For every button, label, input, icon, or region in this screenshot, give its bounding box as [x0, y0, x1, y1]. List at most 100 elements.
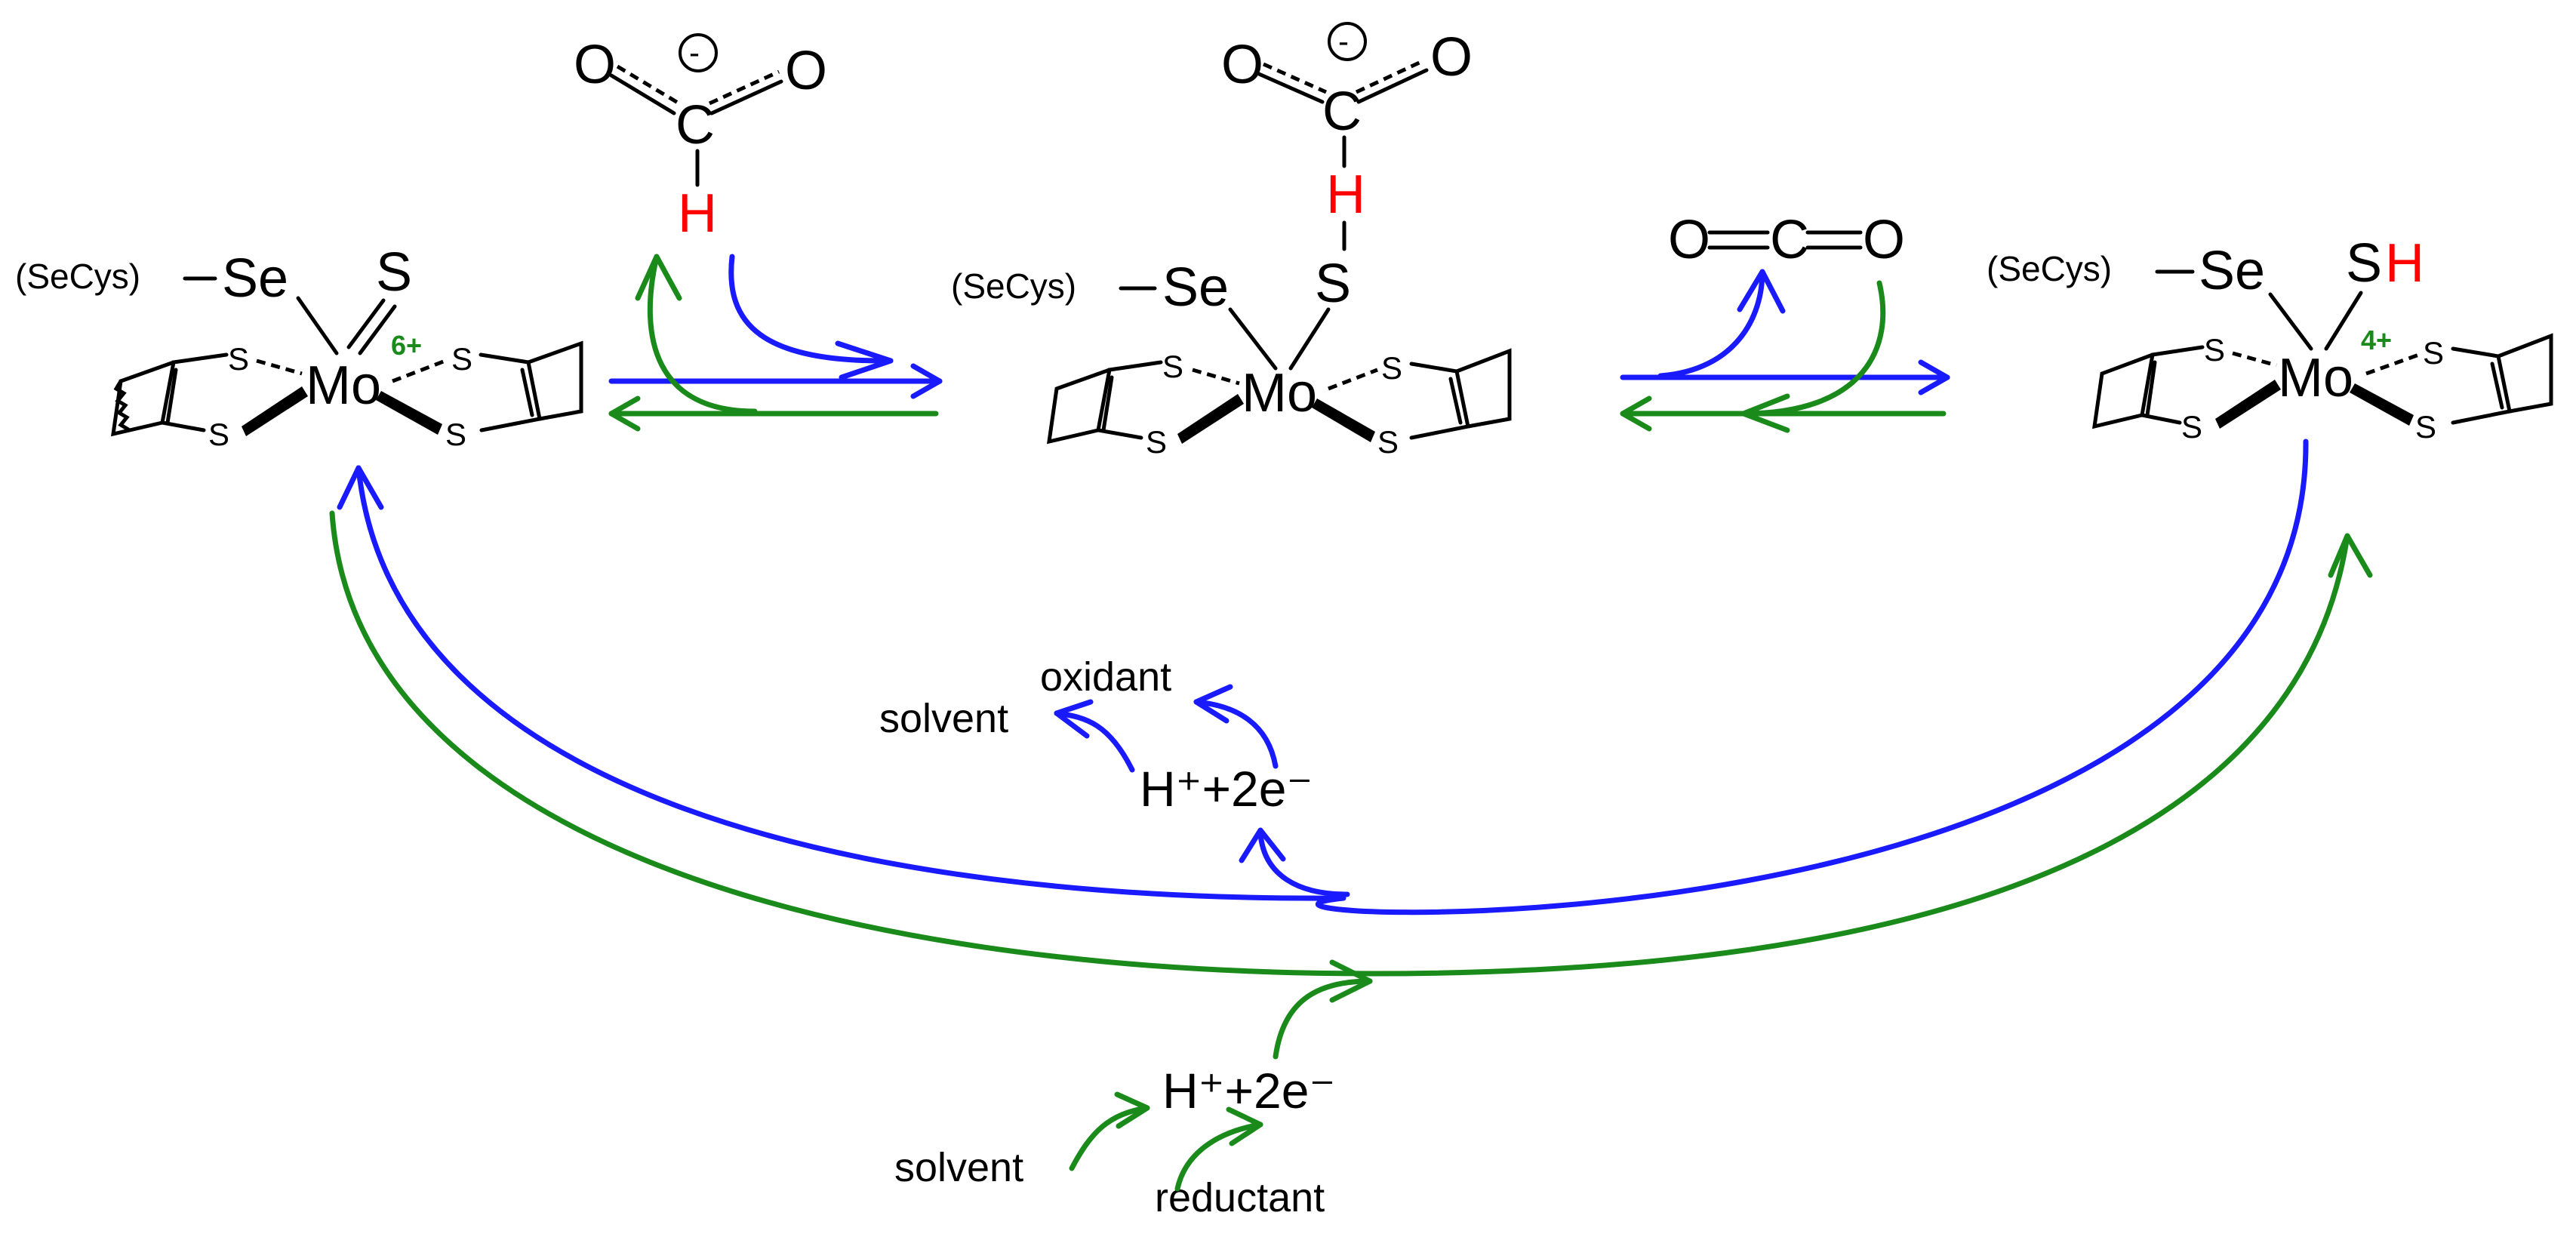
sulfur-dithiolene-d-left: S — [445, 417, 466, 452]
sulfur-dithiolene-d-mid: S — [1377, 424, 1399, 460]
sulfur-dithiolene-b-mid: S — [1146, 424, 1167, 460]
ring-left-side — [160, 352, 229, 432]
bond-c-o1-dashed-mid — [1262, 62, 1328, 94]
oxygen-formate-left-2: O — [785, 41, 827, 101]
ring-left-outer — [111, 360, 176, 437]
molybdenum-atom-left: Mo — [306, 355, 381, 416]
sulfur-dithiolene-c-mid: S — [1381, 350, 1402, 386]
negative-charge-circle-left — [679, 33, 718, 72]
oxidation-state-4plus: 4+ — [2361, 325, 2392, 355]
protein-cut-left-a — [113, 379, 131, 432]
oxidant-label: oxidant — [1040, 654, 1171, 700]
oxygen-formate-mid-2: O — [1430, 27, 1473, 88]
ring-right-right — [2451, 346, 2512, 425]
forward-arrowhead-step2 — [1918, 359, 1950, 395]
ring-mid-right — [1409, 362, 1470, 440]
branch-to-h-upper-head — [1239, 827, 1286, 863]
reduction-arc-head — [2328, 533, 2373, 578]
branch-to-oxidant — [1193, 699, 1279, 769]
sulfur-dithiolene-a-mid: S — [1162, 349, 1183, 384]
bond-c-o2-dashed-left — [708, 69, 780, 106]
branch-from-solvent — [1069, 1105, 1150, 1171]
branch-from-reductant-head — [1226, 1106, 1263, 1146]
solvent-label-lower: solvent — [894, 1145, 1023, 1190]
bond-se-mo-right — [2268, 292, 2313, 351]
oxidation-arc-head — [337, 465, 384, 510]
regeneration-cycle — [329, 439, 2373, 977]
bond-hashed-mid-c — [1328, 368, 1378, 391]
bond-hashed-right-a — [2232, 351, 2277, 368]
branch-from-reductant — [1174, 1122, 1263, 1192]
ring-right-outer — [526, 340, 583, 421]
co2-release-head — [1737, 269, 1786, 314]
bond-hashed-left-c — [392, 359, 446, 383]
bond-wedge-right-d — [2350, 383, 2414, 426]
oxygen-formate-mid-1: O — [1221, 35, 1263, 95]
solvent-label-upper: solvent — [879, 696, 1008, 741]
ring-right-left-outer — [2092, 352, 2155, 429]
hydride-transfer-head — [835, 340, 894, 380]
sulfur-dithiolene-a-right: S — [2204, 332, 2225, 368]
sulfur-dithiolene-c-left: S — [451, 341, 472, 377]
reduction-arc — [329, 510, 2350, 977]
branch-to-oxidant-head — [1193, 684, 1233, 724]
negative-charge-left: - — [689, 35, 700, 70]
branch-from-h-lower-head — [1329, 959, 1373, 1003]
bond-wedge-mid-b — [1177, 394, 1244, 444]
bond-c-o2-left — [709, 79, 783, 115]
complex-mo6-sulfido: (SeCys) Se S Mo 6+ S S S S — [15, 242, 583, 452]
bond-mo-s-double1-left — [346, 298, 386, 349]
equilibrium-arrows-step2 — [1620, 269, 1950, 433]
forward-arrowhead-step1 — [910, 363, 943, 399]
bond-c-o1-left — [609, 73, 676, 115]
hydrogen-on-sulfur-right: H — [2385, 233, 2424, 294]
negative-charge-mid: - — [1338, 23, 1349, 59]
sulfur-dithiolene-b-left: S — [208, 417, 229, 452]
hydride-transfer-curve — [728, 254, 894, 364]
proton-electrons-lower: H⁺+2e⁻ — [1162, 1063, 1335, 1119]
co2-uptake-curve — [1740, 280, 1886, 417]
bond-c-o1-dashed-left — [616, 64, 679, 105]
reduction-side-branch: H⁺+2e⁻ solvent reductant — [894, 959, 1373, 1220]
ring-right-left — [2140, 345, 2205, 425]
branch-to-solvent-upper-head — [1054, 699, 1094, 739]
bond-c-o1-mid — [1257, 72, 1325, 104]
sulfur-dithiolene-d-right: S — [2415, 409, 2436, 445]
branch-from-h-lower — [1273, 978, 1373, 1060]
oxygen-formate-left-1: O — [574, 35, 616, 95]
co2-release-curve — [1657, 269, 1765, 379]
sulfur-dithiolene-b-right: S — [2181, 409, 2202, 445]
selenium-atom-mid: Se — [1162, 257, 1229, 318]
selenium-atom-right: Se — [2199, 241, 2265, 301]
carbon-dioxide: O C O — [1668, 210, 1905, 270]
secys-label-mid: (SeCys) — [951, 266, 1076, 306]
bond-mo-s-double2-left — [358, 304, 397, 355]
sulfur-terminal-right: S — [2346, 233, 2382, 294]
hydride-return-curve — [647, 254, 758, 414]
carbon-formate-left: C — [676, 95, 715, 155]
bond-se-mo-left — [296, 296, 339, 355]
negative-charge-circle-mid — [1328, 22, 1367, 61]
molybdenum-atom-mid: Mo — [1242, 363, 1317, 423]
bond-c-o2-mid — [1356, 68, 1429, 104]
reverse-arrowhead-step1 — [608, 395, 641, 432]
branch-to-solvent-upper — [1054, 710, 1135, 773]
hydride-atom-left: H — [678, 183, 717, 244]
oxidation-arc — [355, 439, 2309, 915]
oxygen-co2-1: O — [1668, 210, 1710, 270]
proton-electrons-upper: H⁺+2e⁻ — [1140, 761, 1313, 817]
branch-from-solvent-head — [1114, 1091, 1150, 1129]
ring-right-side — [479, 352, 542, 432]
ring-mid-left — [1096, 360, 1163, 440]
bond-hashed-left-a — [256, 359, 303, 376]
ring-right-right-outer — [2496, 333, 2553, 414]
oxidation-state-6plus: 6+ — [391, 330, 422, 361]
complex-mo4-hydrosulfido: (SeCys) Se S H Mo 4+ S S S S — [1987, 233, 2553, 445]
reductant-label: reductant — [1155, 1175, 1325, 1220]
bond-mo-s-mid — [1288, 307, 1331, 371]
selenium-atom-left: Se — [222, 248, 288, 309]
sulfur-terminal-left: S — [376, 242, 412, 303]
secys-label-right: (SeCys) — [1987, 249, 2112, 288]
reverse-arrowhead-step2 — [1620, 395, 1652, 432]
